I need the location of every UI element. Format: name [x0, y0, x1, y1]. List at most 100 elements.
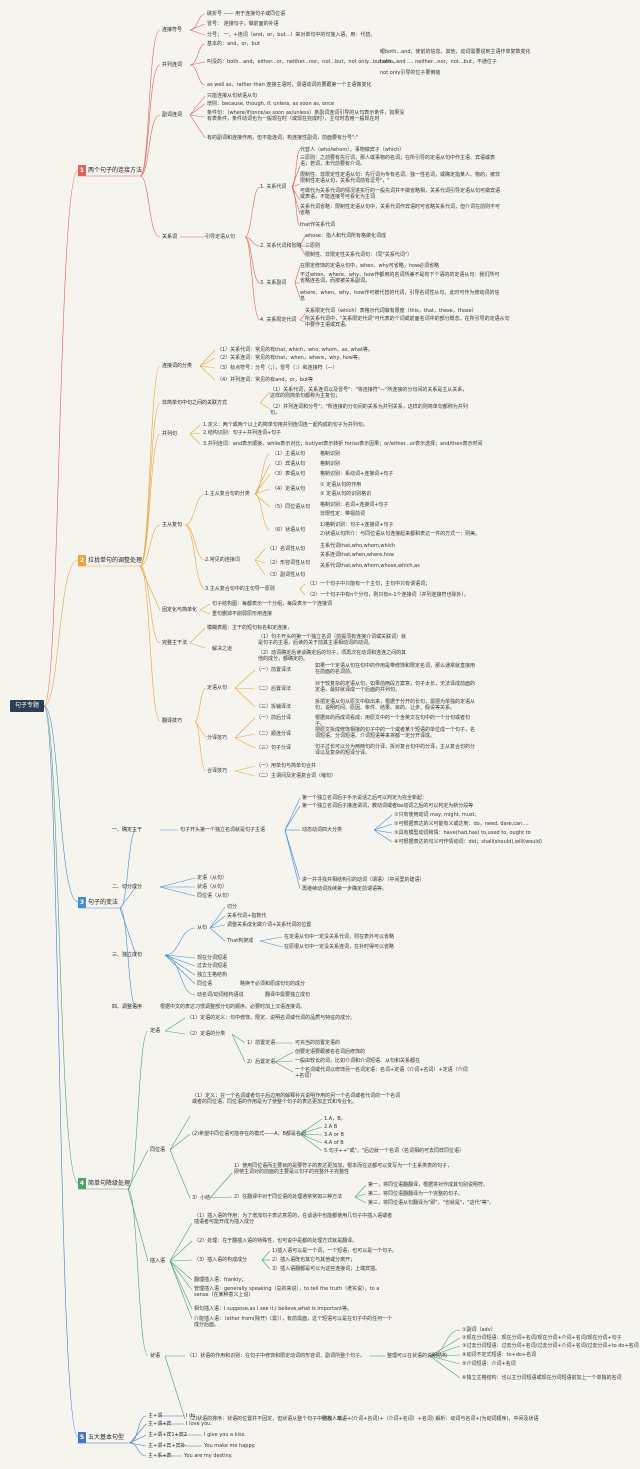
node: 增则：because, though, if, unless, as soon …	[207, 101, 335, 107]
node: 讲一并寻找并相结构引的动词（谓语）（中间里的建语）	[302, 877, 425, 883]
node[interactable]: 同位语	[150, 1147, 166, 1153]
branch-3-number: 3	[78, 897, 86, 908]
node: 合译技巧	[207, 768, 228, 774]
node: not only引导的位子要倒装	[380, 70, 441, 76]
node: 根据目的而成词看成：用原文中的一个含英文在句中的一个分句或者句子。	[315, 715, 471, 727]
node: 限制性、非限定性关系代词句：（同"关系代词"）	[305, 252, 413, 258]
node: （1）关系代词：常见的有that, which，who, whom，as, wh…	[217, 347, 373, 353]
node[interactable]: 插入语	[150, 1258, 166, 1264]
node: 所关系代词中，"关系限定代词"可代表的个词或前面名词中的部分概念。在所引导的定语…	[305, 316, 510, 328]
node: ④动词不定式短语：to+do+名词	[462, 1352, 537, 1358]
node[interactable]: 主从复句	[162, 522, 183, 528]
node: 状语（从句）	[197, 884, 228, 890]
node: 1）前置定语	[247, 1040, 276, 1046]
node: 第一，将同位语翻翻译，根据将对作成其句别说明符。	[368, 1182, 489, 1188]
node: 关系代词省略：限制性定语从句中，关系代词作宾语时可省略关系代词，但介词在前则不可…	[300, 204, 501, 216]
node[interactable]: 定语	[150, 1028, 161, 1034]
example: I love you.	[186, 1421, 212, 1427]
node: 2. 关系代词和省略	[260, 243, 302, 249]
node: 主系代词that,who,whom,which	[320, 543, 395, 549]
example: You make me happy.	[204, 1443, 256, 1449]
node: 限制性、非限定性定语从句：先行词为专有名词、独一性名词，或确定指某人、物的，被非…	[300, 172, 501, 184]
node: （1）定语的定义：句中修饰、限定、说明名词或代词的品质与特征的成分。	[187, 1015, 356, 1021]
example: You are my destiny.	[184, 1453, 233, 1459]
node: 1.A，B，	[324, 1116, 346, 1122]
node: 对于较复杂的定语从句，如果前两段方案意，句子太长，无法译成前面的定语，最好就译成…	[315, 681, 476, 693]
node[interactable]: 连接词的分类	[162, 363, 193, 369]
node[interactable]: 并列句	[162, 431, 178, 437]
node[interactable]: 完整主干法	[162, 640, 188, 646]
node: （1）句子开头的第一个独立名词（前提须有连接介词或关联词）就是句子的主语，后读的…	[258, 634, 407, 646]
node: 第一个独立名词后子手示说话之后可以判定为完全新起：	[302, 795, 428, 801]
node: （4）定语从句	[272, 486, 306, 492]
pattern: 主+谓+宾+宾补	[148, 1443, 186, 1449]
node: 拆把定语从句从原文中取出来，根据于分开的长句，需把为单独的定语从句，说明时间、原…	[315, 699, 476, 711]
node: 一个名词或代词以修饰另一名词定语：名词+定语（介词+名词）+定语（介词+名词）	[295, 1067, 468, 1079]
node: ②可根据表达的义可能有义或达到：do，need, dare,can....	[394, 821, 529, 827]
node: 1）使用同位语而主要目的是要符子的表达更加加，根本而在这都可以变写为一个主系类表…	[234, 1163, 453, 1175]
node: 三原则：之前要有先行词，那人或事物的名词；在所引导的定语从句中作主语、宾语或表语…	[300, 155, 496, 167]
node: 在原很从句中一定没关系连词，在补时得可以省略	[284, 944, 395, 950]
node: ⑥独立主格结构：也以主分词短语或现在分词短语前加上一个单独的名词	[462, 1375, 622, 1381]
node[interactable]: 并列连词	[162, 62, 183, 68]
node: 一般由较长的词，比如介词和介词短语、从句和关系都在	[295, 1058, 421, 1064]
node[interactable]: 一、确定主干	[112, 827, 143, 833]
node: 4. 关系限定代词	[260, 317, 297, 323]
node: （二）顺连分译	[256, 731, 292, 737]
branch-1-label: 两个句子的连接方法	[88, 167, 143, 174]
node[interactable]: 三、独立成句	[112, 952, 143, 958]
branch-2-number: 2	[78, 555, 86, 566]
node: 5.句子++"或"，"后边就一个名词（名词相的可去同样同位语）	[324, 1148, 465, 1154]
node[interactable]: 连接符号	[162, 27, 183, 33]
node: 动态动词四大分类	[302, 827, 343, 833]
node: （2）形容词性从句	[267, 560, 311, 566]
node: 关系代词+指数代	[227, 913, 267, 919]
node: 非限性定：带视前词	[320, 511, 366, 517]
node[interactable]: 四、调整语序	[112, 1004, 143, 1010]
node: that作关系代词	[300, 222, 336, 228]
node: 2）后置定语	[247, 1059, 276, 1065]
root-node[interactable]: 句子专题	[10, 700, 44, 712]
node: 相句插入语：I suppose,as I see it,I believe,wh…	[194, 1306, 353, 1312]
node: 关系连词that,when,where,how	[320, 552, 395, 558]
node[interactable]: 固定化与简单化	[162, 607, 198, 613]
node: 格制识别	[320, 461, 341, 467]
branch-2-label: 拉拢单句的调整处理	[88, 557, 143, 564]
node: 1.主从复合句的分类	[205, 491, 250, 497]
node: 2）在翻译中对于同位语的处理通常常如三种方法	[234, 1194, 343, 1200]
node: （2）动词确定后读谈确定后的句子，须再次在动词和连连之间的其他的成分，都确定的。	[258, 650, 407, 662]
node[interactable]: 关系词	[162, 234, 178, 240]
node: 定语（从句）	[197, 875, 228, 881]
node: 破折号 —— 用于连接句子或同位语	[207, 11, 286, 17]
pattern: 主+谓+宾	[148, 1421, 172, 1427]
branch-5-label: 五大基本句型	[88, 1434, 125, 1441]
node[interactable]: 副词连词	[162, 112, 183, 118]
node: 翻译中需要独立成句	[265, 992, 311, 998]
node: （1）状语的作用和识别：在句子中修饰和限定动词的形容词、副词所整个句子。	[187, 1353, 366, 1359]
node: 翻理插入语：frankly；	[194, 1277, 247, 1283]
node: （3）副词性从句	[267, 572, 306, 578]
node: 过去分词短语	[197, 963, 228, 969]
node: 同位语	[197, 981, 213, 987]
node: （1）主语从句	[272, 451, 306, 457]
node: ② 定语从句的识别格识	[320, 491, 372, 497]
node: 格制识别：名词+连接词+句子	[320, 502, 389, 508]
node: 关系限定代词（which）表格示代词做有限度（this，that，these，t…	[305, 308, 477, 314]
node: （3）表语从句	[272, 471, 306, 477]
node[interactable]: 状语	[150, 1353, 161, 1359]
pattern: 主+谓+宾1+宾2	[148, 1432, 187, 1438]
node[interactable]: 非简单句中句之间的关联方式	[162, 400, 228, 406]
node: 句子结构图：每都表示一个分组，每段表示一个连接词	[212, 601, 333, 607]
node[interactable]: 翻译技巧	[162, 718, 183, 724]
node: 现在分词短语	[197, 955, 228, 961]
node: 第一个独立名词后子接连谓词，教动词或者be动词之后的可以判定为新分段等	[302, 803, 474, 809]
node: （2）并列连词和分号"；"所连接的分句间的关系为并列关系，这样的则简单句都称为并…	[270, 404, 468, 416]
node: 从句	[197, 925, 208, 931]
node[interactable]: 二、切分成分	[112, 884, 143, 890]
node: 4.A of B	[324, 1140, 344, 1146]
